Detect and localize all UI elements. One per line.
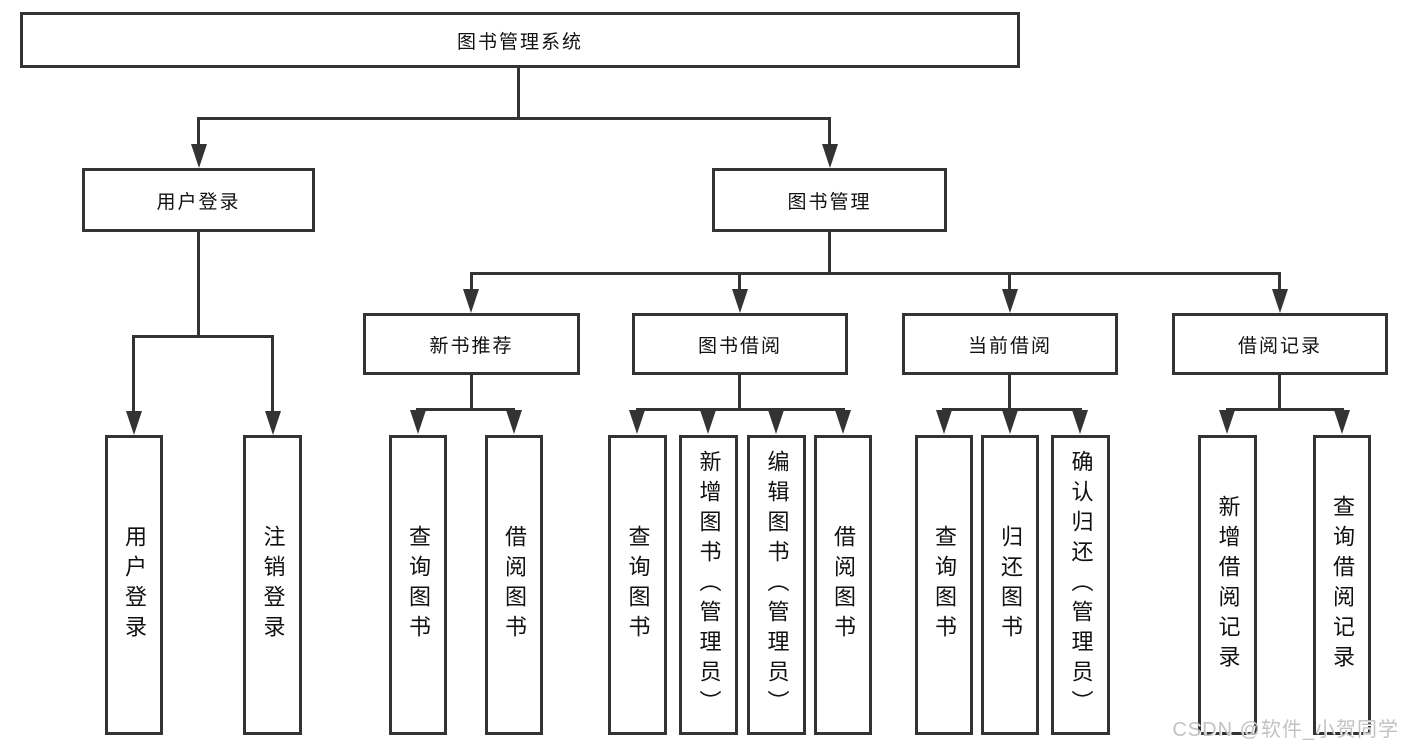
connector-line — [132, 335, 135, 414]
connector-line — [1008, 375, 1011, 408]
connector-line — [942, 408, 1082, 411]
arrow-down-icon — [1334, 410, 1350, 434]
arrow-down-icon — [1219, 410, 1235, 434]
arrow-down-icon — [1072, 410, 1088, 434]
node-book-management-system: 图书管理系统 — [20, 12, 1020, 68]
arrow-down-icon — [463, 289, 479, 313]
connector-line — [416, 408, 515, 411]
leaf-logout: 注销登录 — [243, 435, 302, 735]
arrow-down-icon — [1002, 289, 1018, 313]
arrow-down-icon — [410, 410, 426, 434]
connector-line — [1278, 272, 1281, 292]
watermark: CSDN @软件_小贺同学 — [1172, 719, 1399, 741]
node-book-management: 图书管理 — [712, 168, 947, 232]
connector-line — [271, 335, 274, 414]
connector-line — [1278, 375, 1281, 408]
arrow-down-icon — [835, 410, 851, 434]
connector-line — [636, 408, 845, 411]
leaf-user-login: 用户登录 — [105, 435, 163, 735]
arrow-down-icon — [732, 289, 748, 313]
node-user-login: 用户登录 — [82, 168, 315, 232]
arrow-down-icon — [822, 144, 838, 168]
node-new-book-recommend: 新书推荐 — [363, 313, 580, 375]
node-borrowing-records: 借阅记录 — [1172, 313, 1388, 375]
leaf-bb-query-books: 查询图书 — [608, 435, 667, 735]
arrow-down-icon — [629, 410, 645, 434]
arrow-down-icon — [506, 410, 522, 434]
connector-line — [828, 232, 831, 272]
arrow-down-icon — [768, 410, 784, 434]
node-current-borrowing: 当前借阅 — [902, 313, 1118, 375]
connector-line — [738, 272, 741, 292]
connector-line — [470, 272, 473, 292]
leaf-cb-confirm-return-admin: 确认归还（管理员） — [1051, 435, 1110, 735]
connector-line — [132, 335, 274, 338]
connector-line — [470, 375, 473, 408]
leaf-bb-add-books-admin: 新增图书（管理员） — [679, 435, 738, 735]
connector-line — [470, 272, 1281, 275]
connector-line — [197, 117, 831, 120]
node-book-borrowing: 图书借阅 — [632, 313, 848, 375]
arrow-down-icon — [936, 410, 952, 434]
leaf-nb-query-books: 查询图书 — [389, 435, 447, 735]
connector-line — [738, 375, 741, 408]
connector-line — [828, 117, 831, 147]
leaf-nb-borrow-books: 借阅图书 — [485, 435, 543, 735]
leaf-cb-query-books: 查询图书 — [915, 435, 973, 735]
arrow-down-icon — [1002, 410, 1018, 434]
connector-line — [197, 117, 200, 147]
connector-line — [1008, 272, 1011, 292]
arrow-down-icon — [191, 144, 207, 168]
connector-line — [197, 232, 200, 335]
arrow-down-icon — [1272, 289, 1288, 313]
connector-line — [517, 68, 520, 117]
connector-line — [1226, 408, 1344, 411]
arrow-down-icon — [126, 411, 142, 435]
leaf-bb-edit-books-admin: 编辑图书（管理员） — [747, 435, 806, 735]
arrow-down-icon — [265, 411, 281, 435]
leaf-br-query-record: 查询借阅记录 — [1313, 435, 1371, 735]
leaf-bb-borrow-books: 借阅图书 — [814, 435, 872, 735]
arrow-down-icon — [700, 410, 716, 434]
leaf-br-add-record: 新增借阅记录 — [1198, 435, 1257, 735]
leaf-cb-return-books: 归还图书 — [981, 435, 1039, 735]
